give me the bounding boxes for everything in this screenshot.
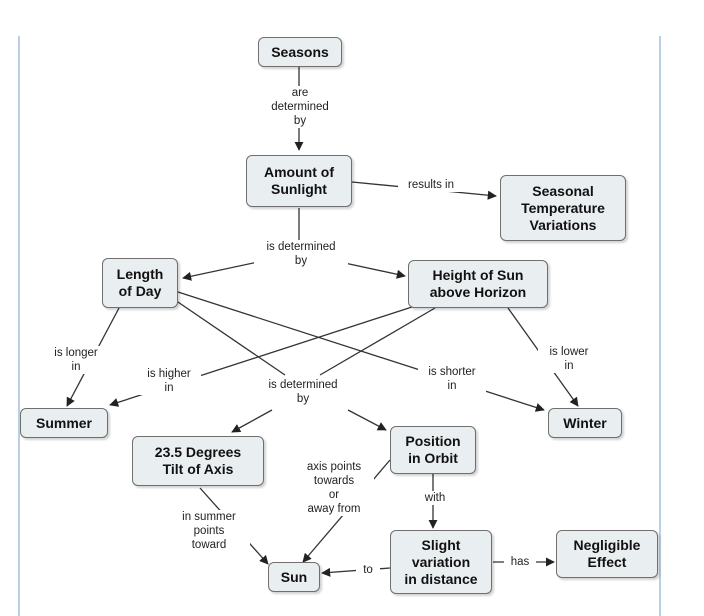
link-label-in-summer-points-toward: in summer points toward xyxy=(168,510,250,552)
node-seasons[interactable]: Seasons xyxy=(258,37,342,67)
right-frame-line xyxy=(659,36,661,616)
edge-center-tilt xyxy=(231,409,273,433)
node-negligible-effect[interactable]: Negligible Effect xyxy=(556,530,658,578)
link-label-with: with xyxy=(419,491,451,505)
node-summer[interactable]: Summer xyxy=(20,408,108,438)
edge-determined-heightofsun xyxy=(339,261,406,279)
node-position-in-orbit[interactable]: Position in Orbit xyxy=(390,426,476,474)
edge-center-orbit xyxy=(347,409,387,431)
left-frame-line xyxy=(18,36,20,616)
link-label-are-determined-by: are determined by xyxy=(262,86,338,128)
node-winter[interactable]: Winter xyxy=(548,408,622,438)
node-tilt-of-axis[interactable]: 23.5 Degrees Tilt of Axis xyxy=(132,436,264,486)
link-label-has: has xyxy=(504,555,536,569)
node-sun[interactable]: Sun xyxy=(268,562,320,592)
node-length-of-day[interactable]: Length of Day xyxy=(102,258,178,308)
link-label-results-in: results in xyxy=(398,178,464,192)
link-label-is-higher-in: is higher in xyxy=(137,367,201,395)
edge-determined-lengthofday xyxy=(182,261,259,281)
link-label-is-longer-in: is longer in xyxy=(44,346,108,374)
node-amount-of-sunlight[interactable]: Amount of Sunlight xyxy=(246,155,352,207)
link-label-axis-points-towards: axis points towards or away from xyxy=(294,460,374,516)
link-label-is-determined-by-1: is determined by xyxy=(254,240,348,268)
edge-height-center xyxy=(319,307,436,376)
node-seasonal-temperature-variations[interactable]: Seasonal Temperature Variations xyxy=(500,175,626,241)
node-height-of-sun-above-horizon[interactable]: Height of Sun above Horizon xyxy=(408,260,548,308)
link-label-is-lower-in: is lower in xyxy=(538,345,600,373)
link-label-is-determined-by-2: is determined by xyxy=(254,378,352,406)
node-slight-variation-in-distance[interactable]: Slight variation in distance xyxy=(390,530,492,594)
link-label-to: to xyxy=(356,563,380,577)
edge-length-center xyxy=(174,299,286,376)
link-label-is-shorter-in: is shorter in xyxy=(418,365,486,393)
